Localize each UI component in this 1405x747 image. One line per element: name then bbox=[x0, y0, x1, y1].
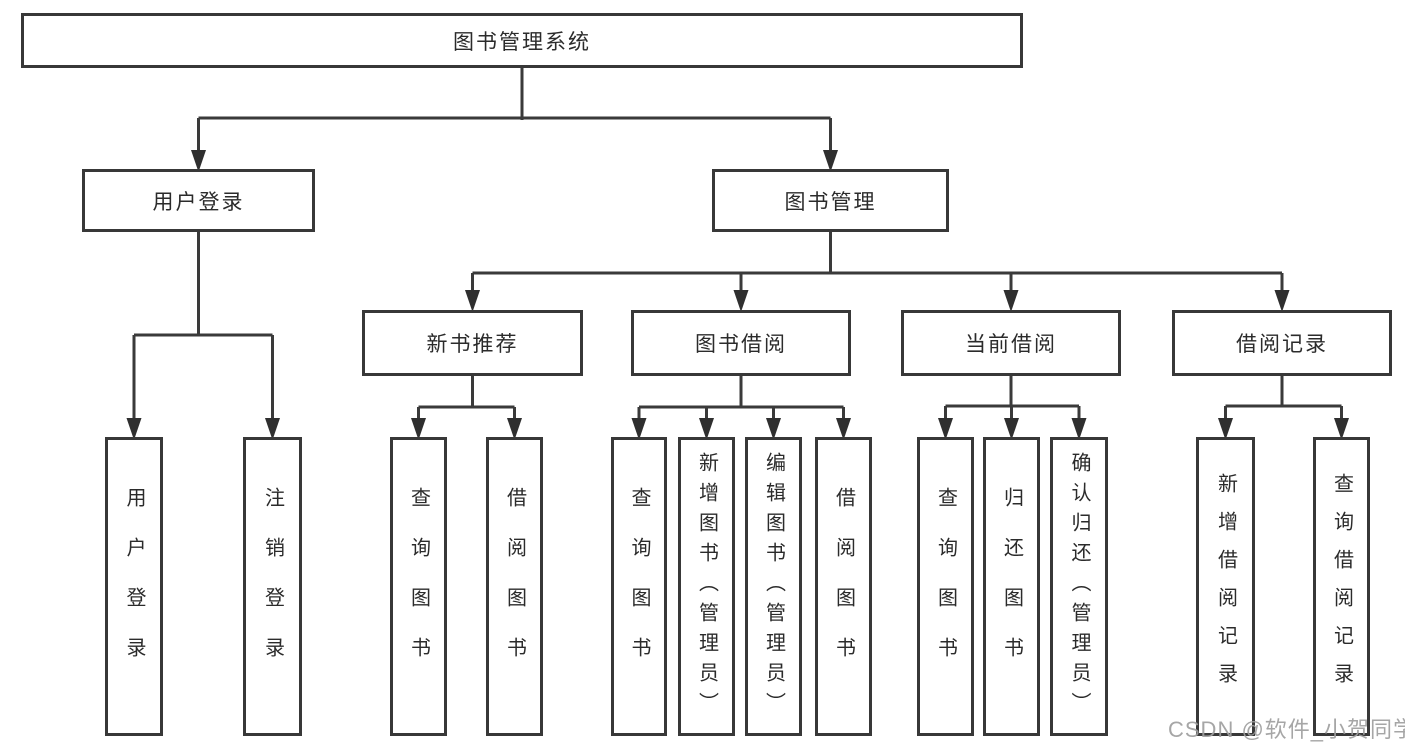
leaf-logout: 注销登录 bbox=[243, 437, 302, 736]
leaf-user-login-label: 用户登录 bbox=[123, 486, 145, 687]
node-book-borrow-label: 图书借阅 bbox=[695, 333, 787, 356]
leaf-borrow-books-recommend: 借阅图书 bbox=[486, 437, 543, 736]
node-root-system-label: 图书管理系统 bbox=[453, 30, 591, 54]
leaf-add-books-admin-label: 新增图书（管理员） bbox=[695, 451, 718, 722]
node-current-borrow: 当前借阅 bbox=[901, 310, 1121, 376]
leaf-query-books-recommend: 查询图书 bbox=[390, 437, 447, 736]
leaf-query-borrow-record: 查询借阅记录 bbox=[1313, 437, 1370, 736]
node-book-borrow: 图书借阅 bbox=[631, 310, 851, 376]
leaf-user-login: 用户登录 bbox=[105, 437, 163, 736]
leaf-query-borrow-record-label: 查询借阅记录 bbox=[1330, 472, 1353, 701]
leaf-return-books: 归还图书 bbox=[983, 437, 1040, 736]
node-current-borrow-label: 当前借阅 bbox=[965, 333, 1057, 356]
leaf-query-books-borrow: 查询图书 bbox=[611, 437, 667, 736]
leaf-query-books-borrow-label: 查询图书 bbox=[628, 486, 650, 687]
leaf-borrow-books-label: 借阅图书 bbox=[832, 486, 855, 687]
node-borrow-records: 借阅记录 bbox=[1172, 310, 1392, 376]
node-borrow-records-label: 借阅记录 bbox=[1236, 333, 1328, 356]
node-new-book-recommend-label: 新书推荐 bbox=[426, 333, 519, 356]
leaf-query-books-current: 查询图书 bbox=[917, 437, 974, 736]
leaf-edit-books-admin: 编辑图书（管理员） bbox=[745, 437, 802, 736]
node-user-login: 用户登录 bbox=[82, 169, 315, 232]
leaf-add-books-admin: 新增图书（管理员） bbox=[678, 437, 735, 736]
node-book-management: 图书管理 bbox=[712, 169, 949, 232]
leaf-confirm-return-admin-label: 确认归还（管理员） bbox=[1068, 451, 1090, 722]
node-user-login-label: 用户登录 bbox=[152, 190, 245, 214]
leaf-query-books-current-label: 查询图书 bbox=[934, 486, 957, 687]
leaf-borrow-books: 借阅图书 bbox=[815, 437, 872, 736]
leaf-query-books-recommend-label: 查询图书 bbox=[407, 486, 430, 687]
csdn-watermark: CSDN @软件_小贺同学 bbox=[1168, 717, 1405, 742]
leaf-confirm-return-admin: 确认归还（管理员） bbox=[1050, 437, 1108, 736]
node-new-book-recommend: 新书推荐 bbox=[362, 310, 583, 376]
leaf-logout-label: 注销登录 bbox=[261, 486, 284, 687]
arrowheads bbox=[126, 150, 1349, 440]
leaf-add-borrow-record-label: 新增借阅记录 bbox=[1214, 472, 1237, 701]
leaf-add-borrow-record: 新增借阅记录 bbox=[1196, 437, 1255, 736]
node-book-management-label: 图书管理 bbox=[784, 190, 877, 214]
leaf-return-books-label: 归还图书 bbox=[1000, 486, 1023, 687]
node-root-system: 图书管理系统 bbox=[21, 13, 1023, 68]
leaf-edit-books-admin-label: 编辑图书（管理员） bbox=[762, 451, 785, 722]
leaf-borrow-books-recommend-label: 借阅图书 bbox=[503, 486, 526, 687]
